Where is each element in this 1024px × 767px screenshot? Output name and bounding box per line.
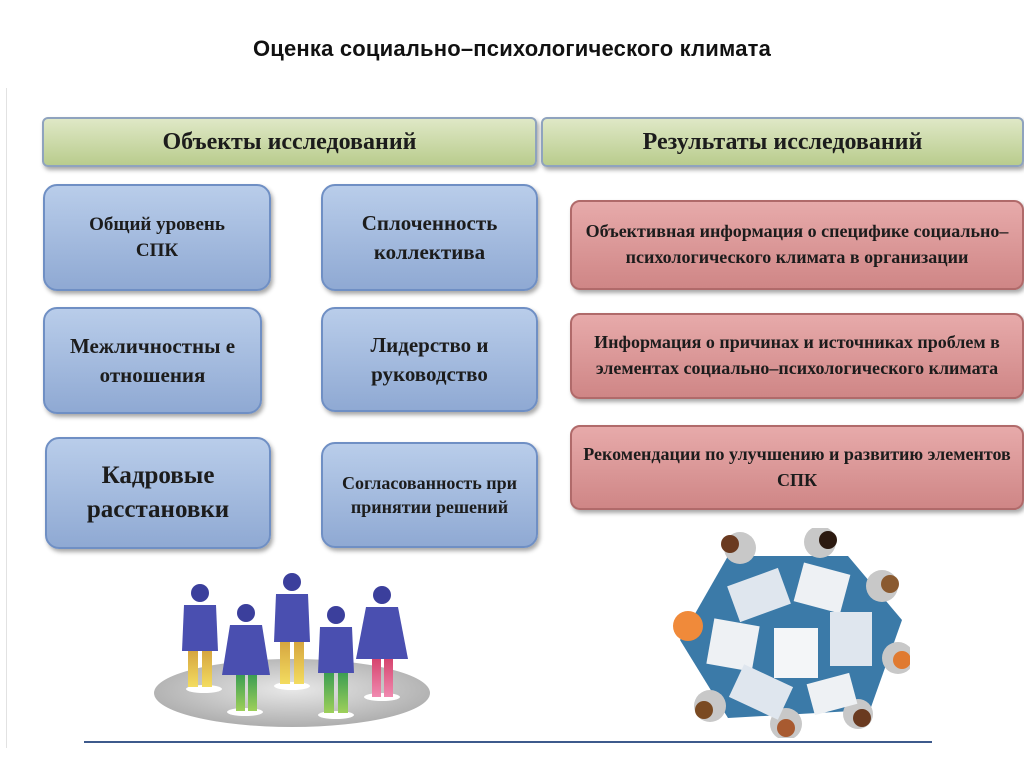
result-recommendations: Рекомендации по улучшению и развитию эле… xyxy=(570,425,1024,510)
result-causes-info-label: Информация о причинах и источниках пробл… xyxy=(594,332,1000,378)
object-cohesion: Сплоченность коллектива xyxy=(321,184,538,291)
page-title: Оценка социально–психологического климат… xyxy=(252,36,772,61)
object-staffing: Кадровые расстановки xyxy=(45,437,271,549)
left-edge-line xyxy=(6,88,7,748)
result-objective-info-label: Объективная информация о специфике социа… xyxy=(585,221,1009,267)
result-causes-info: Информация о причинах и источниках пробл… xyxy=(570,313,1024,399)
object-staffing-label: Кадровые расстановки xyxy=(86,462,230,523)
business-people-icon xyxy=(154,573,430,727)
meeting-table-icon xyxy=(673,528,910,738)
object-cohesion-label: Сплоченность коллектива xyxy=(361,211,498,264)
objects-header: Объекты исследований xyxy=(42,117,537,167)
result-recommendations-label: Рекомендации по улучшению и развитию эле… xyxy=(583,443,1011,490)
object-interpersonal-label: Межличностны е отношения xyxy=(69,334,236,387)
bottom-rule xyxy=(84,741,932,743)
results-header: Результаты исследований xyxy=(541,117,1024,167)
object-general-level-label: Общий уровень СПК xyxy=(89,213,225,261)
object-leadership-label: Лидерство и руководство xyxy=(370,333,489,386)
result-objective-info: Объективная информация о специфике социа… xyxy=(570,200,1024,290)
object-general-level: Общий уровень СПК xyxy=(43,184,271,291)
object-leadership: Лидерство и руководство xyxy=(321,307,538,412)
object-consistency-label: Согласованность при принятии решений xyxy=(342,472,517,517)
object-interpersonal: Межличностны е отношения xyxy=(43,307,262,414)
object-consistency: Согласованность при принятии решений xyxy=(321,442,538,548)
